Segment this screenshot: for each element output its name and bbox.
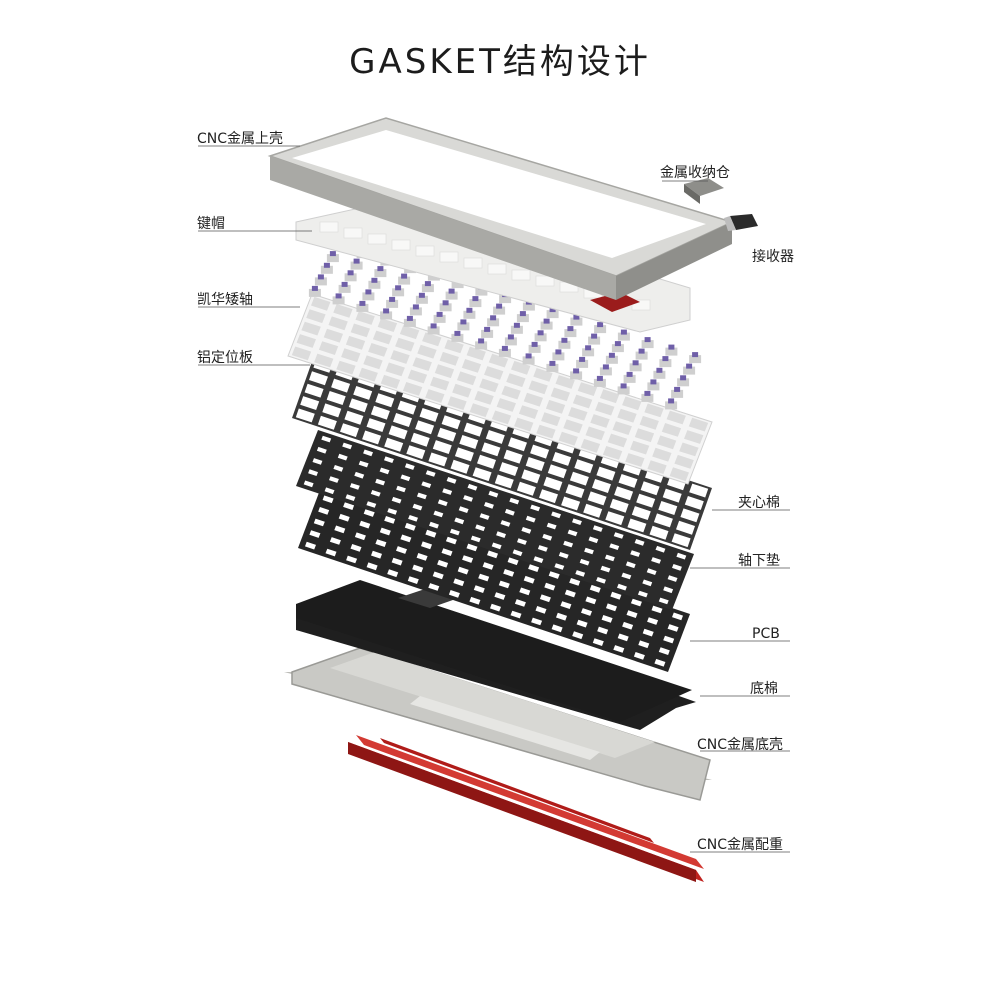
receiver-dongle xyxy=(724,214,758,231)
label-switch-pad: 轴下垫 xyxy=(738,553,780,569)
layer-weight xyxy=(348,735,704,882)
label-middle-foam: 夹心棉 xyxy=(738,495,780,511)
label-storage: 金属收纳仓 xyxy=(660,165,730,181)
layer-top-case xyxy=(267,117,735,300)
label-plate: 铝定位板 xyxy=(197,350,253,366)
label-top-case: CNC金属上壳 xyxy=(197,131,284,147)
label-keycaps: 键帽 xyxy=(197,216,225,232)
diagram-title: GASKET结构设计 xyxy=(349,42,651,82)
label-switches: 凯华矮轴 xyxy=(197,292,253,308)
label-receiver: 接收器 xyxy=(752,249,794,265)
storage-compartment xyxy=(684,178,724,204)
label-bottom-foam: 底棉 xyxy=(750,681,778,697)
label-pcb: PCB xyxy=(752,626,780,642)
layer-switches xyxy=(308,239,702,410)
layer-bottom-case xyxy=(284,647,712,801)
layer-plate xyxy=(292,356,712,550)
layer-plate-top xyxy=(287,293,713,485)
label-weight: CNC金属配重 xyxy=(697,837,784,853)
layer-switch-pad xyxy=(298,490,690,672)
label-bottom-case: CNC金属底壳 xyxy=(697,737,784,753)
layer-middle-foam xyxy=(296,430,694,610)
